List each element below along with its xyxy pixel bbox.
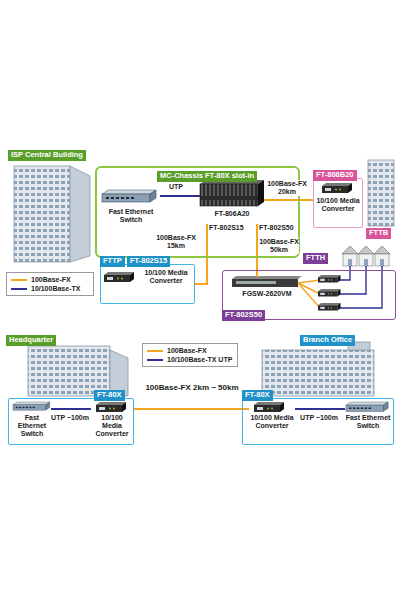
tab-label: FT-802S15	[127, 256, 170, 267]
house-icon	[342, 246, 358, 266]
legend-box: 100Base-FX 10/100Base-TX	[6, 272, 94, 296]
legend-row: 100Base-FX	[147, 346, 233, 355]
branch-building	[262, 342, 374, 396]
legend-row: 10/100Base-TX UTP	[147, 355, 233, 364]
converter-box: FT-806B2010/100 Media Converter	[313, 178, 363, 228]
ftth-region: FTTHFT-802S50FGSW-2620VM	[222, 270, 396, 320]
module-label: FT-802S50	[259, 224, 294, 232]
rack-switch-icon	[232, 276, 302, 287]
utp-link	[160, 195, 200, 197]
legend-line	[11, 279, 27, 281]
tab-label: Branch Office	[300, 335, 355, 346]
legend-text: 100Base-FX	[167, 347, 207, 354]
tab-label: FTTH	[303, 253, 328, 264]
utp-link	[295, 408, 345, 410]
node-text: FGSW-2620VM	[231, 290, 303, 298]
tab-label: ISP Central Building	[8, 150, 86, 161]
house-icon	[374, 246, 390, 266]
converter-icon	[318, 289, 341, 297]
switch-node: FGSW-2620VM	[231, 277, 303, 302]
legend-box: 100Base-FX 10/100Base-TX UTP	[142, 343, 238, 367]
switch-icon	[102, 190, 156, 202]
legend-line	[147, 350, 163, 352]
house-icon	[358, 246, 374, 266]
switch-node: Fast Ethernet Switch	[345, 404, 391, 442]
legend-line	[147, 359, 163, 361]
tab-label: FTTB	[366, 228, 391, 239]
converter-icon	[322, 183, 352, 193]
converter-icon	[104, 272, 134, 282]
link-label: UTP ~100m	[50, 414, 90, 422]
node-text: Fast Ethernet Switch	[102, 208, 160, 224]
fttb-building	[368, 160, 394, 226]
legend-line	[11, 288, 27, 290]
link-label: 100Base-FX 20km	[264, 180, 310, 196]
switch-node: Fast Ethernet Switch	[13, 404, 51, 442]
fiber-link	[133, 408, 249, 410]
building-group: FTTB	[366, 158, 396, 240]
site-group: HeadquarterFT-80X Fast Ethernet Switch 10/…	[6, 335, 136, 448]
tab-label: MC-Chassis FT-80X slot-in	[157, 171, 257, 182]
node-text: 10/100 Media Converter	[91, 414, 133, 438]
chassis-node: FT-806A20	[200, 182, 264, 224]
node-text: 10/100 Media Converter	[315, 197, 361, 213]
converter-icon	[254, 402, 284, 412]
node-text: Fast Ethernet Switch	[345, 414, 391, 430]
chassis-icon	[200, 180, 264, 206]
node-text: 10/100 Media Converter	[249, 414, 295, 430]
utp-link	[51, 408, 91, 410]
legend-row: 10/100Base-TX	[11, 284, 89, 293]
tab-label: Headquarter	[6, 335, 56, 346]
link-label: UTP	[163, 183, 189, 191]
node-text: FT-806A20	[200, 210, 264, 218]
legend-text: 10/100Base-TX	[31, 285, 80, 292]
building-group: ISP Central Building	[8, 150, 94, 268]
ftth-wiring	[298, 266, 382, 308]
switch-icon	[13, 402, 50, 410]
converter-icon	[318, 275, 341, 283]
switch-node: Fast Ethernet Switch	[102, 190, 160, 230]
converter-node: 10/100 Media Converter	[249, 404, 295, 442]
tab-label: FT-80X	[242, 390, 273, 401]
legend-row: 100Base-FX	[11, 275, 89, 284]
tab-label: FT-802S50	[222, 310, 265, 321]
link-label: 100Base-FX 50km	[259, 238, 299, 254]
site-group: Branch OfficeFT-80X 10/100 Media Converte…	[240, 335, 396, 448]
fiber-link	[264, 199, 313, 201]
legend-text: 10/100Base-TX UTP	[167, 356, 232, 363]
tab-label: FTTP	[100, 256, 125, 267]
converter-node: 10/100 Media Converter	[91, 404, 133, 442]
headquarter-building	[28, 346, 128, 396]
link-label: UTP ~100m	[299, 414, 339, 422]
tab-label: FT-806B20	[313, 170, 357, 181]
converter-icon	[318, 303, 341, 311]
fiber-link	[195, 224, 207, 284]
link-label: 100Base-FX 15km	[150, 234, 202, 250]
link-label: 100Base-FX 2km ~ 50km	[144, 383, 240, 392]
module-label: FT-802S15	[209, 224, 244, 232]
converter-box: FTTPFT-802S1510/100 Media Converter	[100, 264, 195, 304]
isp-building	[14, 166, 90, 262]
switch-icon	[346, 402, 388, 411]
node-text: 10/100 Media Converter	[139, 269, 193, 285]
legend-text: 100Base-FX	[31, 276, 71, 283]
converter-icon	[96, 402, 126, 412]
tab-label: FT-80X	[94, 390, 125, 401]
node-text: Fast Ethernet Switch	[13, 414, 51, 438]
